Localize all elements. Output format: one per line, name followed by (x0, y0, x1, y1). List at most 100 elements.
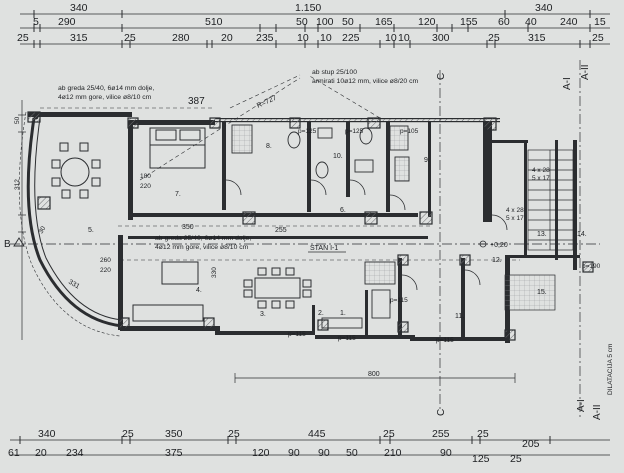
dim-text: 10 (320, 32, 332, 44)
room-dim: 330 (211, 267, 218, 278)
top-dim-row1: 340 1.150 340 (70, 2, 553, 14)
dim-350-label: 350 (182, 224, 194, 231)
dim-text: 280 (172, 32, 190, 44)
dim-text: 350 (165, 428, 183, 440)
dim-text: 90 (318, 447, 330, 459)
dim-text: 165 (375, 16, 393, 28)
note-column: ab stup 25/100 armirati 10ø12 mm, vilice… (312, 69, 418, 85)
dim-text: 25 (122, 428, 134, 440)
note-beam-mid: ab greda 25/40, 6ø14 mm dolje, 4ø12 mm g… (155, 235, 251, 251)
level-label: +0,20 (490, 242, 508, 249)
top-dimension-chains (20, 10, 610, 48)
dim-text: 10 (297, 32, 309, 44)
dim-text: 155 (460, 16, 478, 28)
note-line: ab greda 25/40, 6ø14 mm dolje, (58, 85, 154, 92)
top-dim-row3: 25 315 25 280 20 235 10 10 225 10 10 300… (17, 32, 604, 44)
dim-text: 234 (66, 447, 84, 459)
bathroom-fixtures (231, 124, 410, 182)
dim-text: 90 (440, 447, 452, 459)
stair-label: 4 x 28 (506, 207, 524, 214)
dim-text: 10 (398, 32, 410, 44)
dim-text: 100 (316, 16, 334, 28)
dim-text: 205 (522, 438, 540, 450)
dim-text: 50 (346, 447, 358, 459)
room-dim: 220 (100, 267, 111, 274)
dim-text: 312 (14, 179, 21, 190)
room-number: 15. (537, 289, 547, 296)
section-mark-a1-top: A-I (562, 77, 573, 90)
stairs (504, 149, 574, 311)
note-line: ab greda 25/40, 6ø14 mm dolje, (155, 235, 251, 242)
opening-label: p=115 (338, 335, 356, 342)
dim-text: 315 (70, 32, 88, 44)
room-numbers: 1. 2. 3. 4. 5. 6. 7. 8. 9. 10. 11. 12. 1… (88, 143, 587, 320)
door-swings (225, 179, 508, 291)
opening-label: p=190 (582, 263, 601, 270)
dim-text: 300 (432, 32, 450, 44)
opening-label: p=115 (436, 337, 454, 344)
rect-dining-table (243, 267, 312, 309)
dim-text: 25 (488, 32, 500, 44)
opening-label: p=115 (390, 297, 408, 304)
beam-lines (40, 74, 520, 261)
kitchen-counter (321, 261, 396, 329)
note-line: ab stup 25/100 (312, 69, 357, 76)
section-mark-b: B (4, 239, 11, 250)
room-number: 8. (266, 143, 272, 150)
opening-label: p=125 (345, 128, 364, 135)
dim-text: 25 (17, 32, 29, 44)
dim-text: 50 (296, 16, 308, 28)
dim-800-label: 800 (368, 371, 380, 378)
dim-text: 445 (308, 428, 326, 440)
room-number: 9. (424, 157, 430, 164)
section-mark-a2-bottom: A-II (592, 404, 603, 420)
room-number: 12. (492, 257, 502, 264)
room-number: 13. (537, 231, 547, 238)
dim-text: 20 (35, 447, 47, 459)
dim-text: 25 (228, 428, 240, 440)
opening-label: p=125 (298, 128, 317, 135)
room-number: 4. (196, 287, 202, 294)
bed (149, 127, 206, 169)
dim-text: 25 (124, 32, 136, 44)
walls (28, 112, 580, 343)
dim-text: 340 (70, 2, 88, 14)
room-number: 11. (455, 313, 464, 320)
dim-331-label: 331 (67, 279, 81, 291)
dim-text: 210 (384, 447, 402, 459)
dim-text: 235 (256, 32, 274, 44)
round-dining-table (51, 142, 101, 199)
dim-text: 375 (165, 447, 183, 459)
bottom-dim-row2: 61 20 234 375 120 90 90 50 210 90 125 25 (8, 447, 522, 465)
dim-text: 61 (8, 447, 20, 459)
bottom-dim-row1: 340 25 350 25 445 25 255 25 205 (38, 428, 540, 450)
dim-255-label: 255 (275, 227, 287, 234)
dim-text: 240 (560, 16, 578, 28)
room-number: 10. (333, 153, 343, 160)
dim-text: 25 (383, 428, 395, 440)
dim-text: 10 (385, 32, 397, 44)
dim-text: 25 (477, 428, 489, 440)
dim-text: 5 (33, 16, 39, 28)
dim-text: 15 (594, 16, 606, 28)
note-line: armirati 10ø12 mm, vilice ø8/20 cm (312, 78, 418, 85)
room-number: 3. (260, 311, 266, 318)
room-dim: 220 (140, 183, 151, 190)
dim-text: 290 (58, 16, 76, 28)
dim-text: 50 (342, 16, 354, 28)
dim-text: 120 (252, 447, 270, 459)
room-dimensions: 180 220 260 220 330 p=105 p=125 p=125 p=… (100, 128, 601, 344)
dim-text: 255 (432, 428, 450, 440)
room-number: 2. (318, 310, 324, 317)
dim-text: 90 (288, 447, 300, 459)
dim-text: 50 (14, 116, 21, 124)
stair-label: 5 x 17 (532, 175, 550, 182)
top-dim-row2: 5 290 510 50 100 50 165 120 155 60 40 24… (33, 16, 606, 28)
room-number: 14. (577, 231, 587, 238)
section-cut-lines (10, 60, 600, 420)
stair-label: 5 x 17 (506, 215, 524, 222)
bottom-dimension-chains (10, 436, 610, 456)
left-dimension-chain (18, 100, 26, 340)
